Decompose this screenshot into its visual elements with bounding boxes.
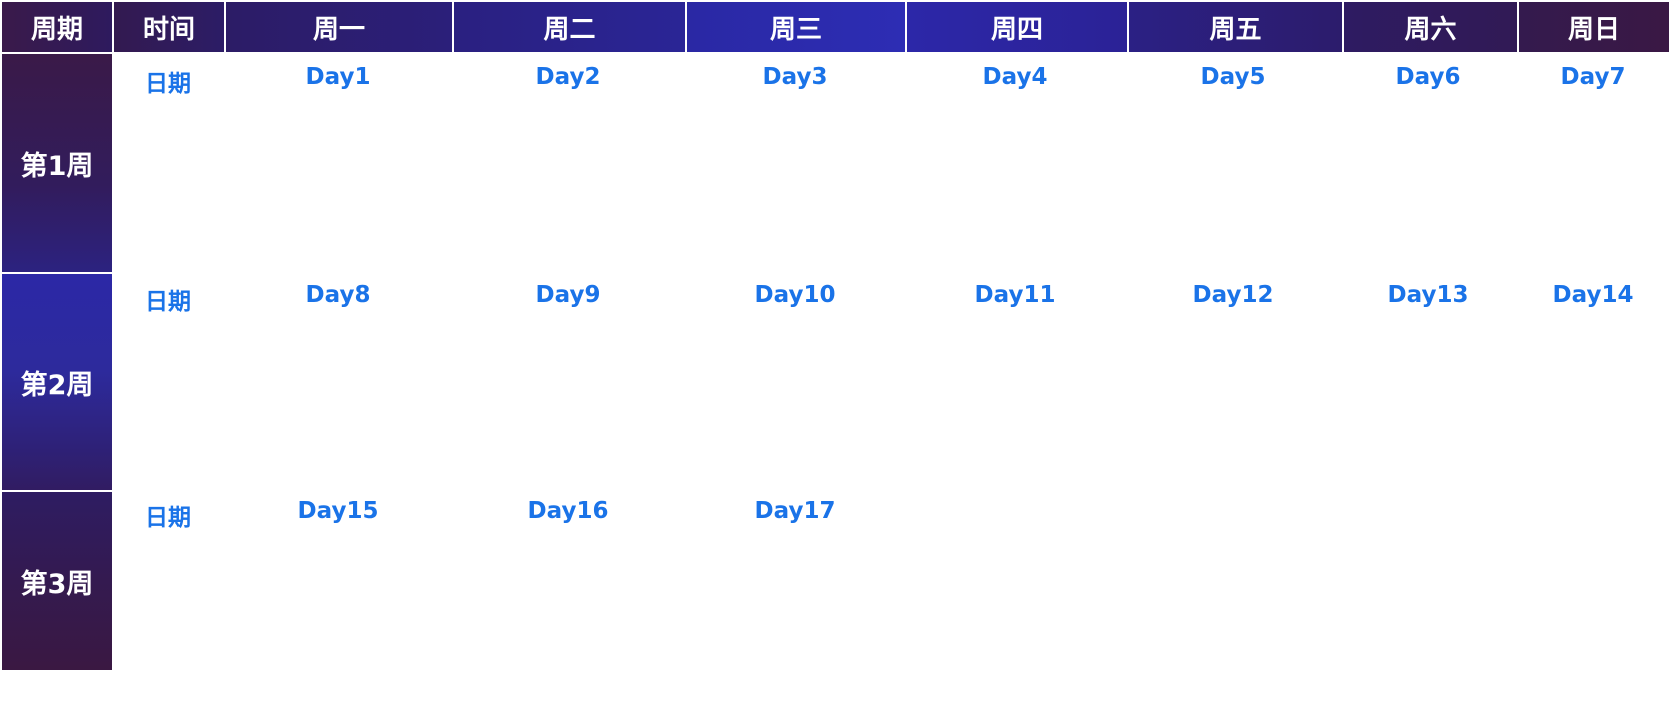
date-label: 日期 bbox=[145, 505, 191, 531]
day-cell: Day4 bbox=[982, 64, 1048, 90]
day-cell: Day5 bbox=[1200, 64, 1266, 90]
day-cell: Day3 bbox=[762, 64, 828, 90]
header-cell-tuesday: 周二 bbox=[452, 2, 685, 52]
day-cell: Day12 bbox=[1192, 282, 1274, 308]
day-cell: Day17 bbox=[754, 498, 836, 524]
week-label-2: 第2周 bbox=[2, 274, 112, 490]
day-cell: Day1 bbox=[305, 64, 371, 90]
date-label: 日期 bbox=[145, 71, 191, 97]
day-cell: Day15 bbox=[297, 498, 379, 524]
day-cell: Day11 bbox=[974, 282, 1056, 308]
date-label: 日期 bbox=[145, 289, 191, 315]
header-cell-sunday: 周日 bbox=[1517, 2, 1669, 52]
day-cell: Day6 bbox=[1395, 64, 1461, 90]
day-cell: Day9 bbox=[535, 282, 601, 308]
day-cell: Day16 bbox=[527, 498, 609, 524]
day-cell: Day10 bbox=[754, 282, 836, 308]
week-label-3: 第3周 bbox=[2, 492, 112, 670]
header-cell-monday: 周一 bbox=[224, 2, 452, 52]
header-cell-saturday: 周六 bbox=[1342, 2, 1517, 52]
day-cell: Day2 bbox=[535, 64, 601, 90]
header-cell-thursday: 周四 bbox=[905, 2, 1127, 52]
day-cell: Day7 bbox=[1560, 64, 1626, 90]
day-cell: Day8 bbox=[305, 282, 371, 308]
header-cell-period: 周期 bbox=[2, 2, 112, 52]
day-cell: Day14 bbox=[1552, 282, 1634, 308]
day-cell: Day13 bbox=[1387, 282, 1469, 308]
header-cell-wednesday: 周三 bbox=[685, 2, 905, 52]
header-row: 周期 时间 周一 周二 周三 周四 周五 周六 周日 bbox=[0, 0, 1671, 56]
header-cell-friday: 周五 bbox=[1127, 2, 1342, 52]
week-label-1: 第1周 bbox=[2, 54, 112, 272]
header-cell-time: 时间 bbox=[112, 2, 224, 52]
